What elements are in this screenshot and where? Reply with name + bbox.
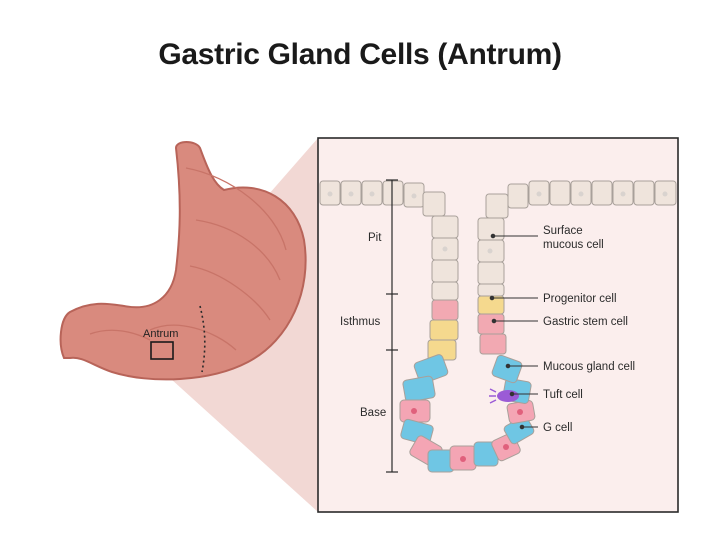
zone-label-isthmus: Isthmus [340,316,381,328]
label-gastric-stem-cell: Gastric stem cell [543,316,628,328]
label-surface-mucous-cell: Surface mucous cell [543,225,604,251]
label-mucous-gland-cell: Mucous gland cell [543,361,635,373]
zone-label-pit: Pit [368,232,382,244]
base-cells-left [399,354,536,473]
stomach-illustration [59,141,307,381]
gland-epithelium [319,180,677,473]
label-tuft-cell: Tuft cell [543,389,583,401]
g-cell-nuclei [411,408,523,462]
surface-cells-row [319,180,677,219]
zone-bracket [386,179,398,473]
page-title: Gastric Gland Cells (Antrum) [158,38,562,71]
zone-label-base: Base [360,407,386,419]
label-progenitor-cell: Progenitor cell [543,293,617,305]
antrum-marker-box [150,341,174,360]
cell-nuclei [327,191,668,254]
surface-mucous-cells-pit [431,215,505,301]
leader-lines [489,233,538,430]
isthmus-cells [427,295,507,361]
antrum-label: Antrum [143,328,178,340]
label-g-cell: G cell [543,422,572,434]
